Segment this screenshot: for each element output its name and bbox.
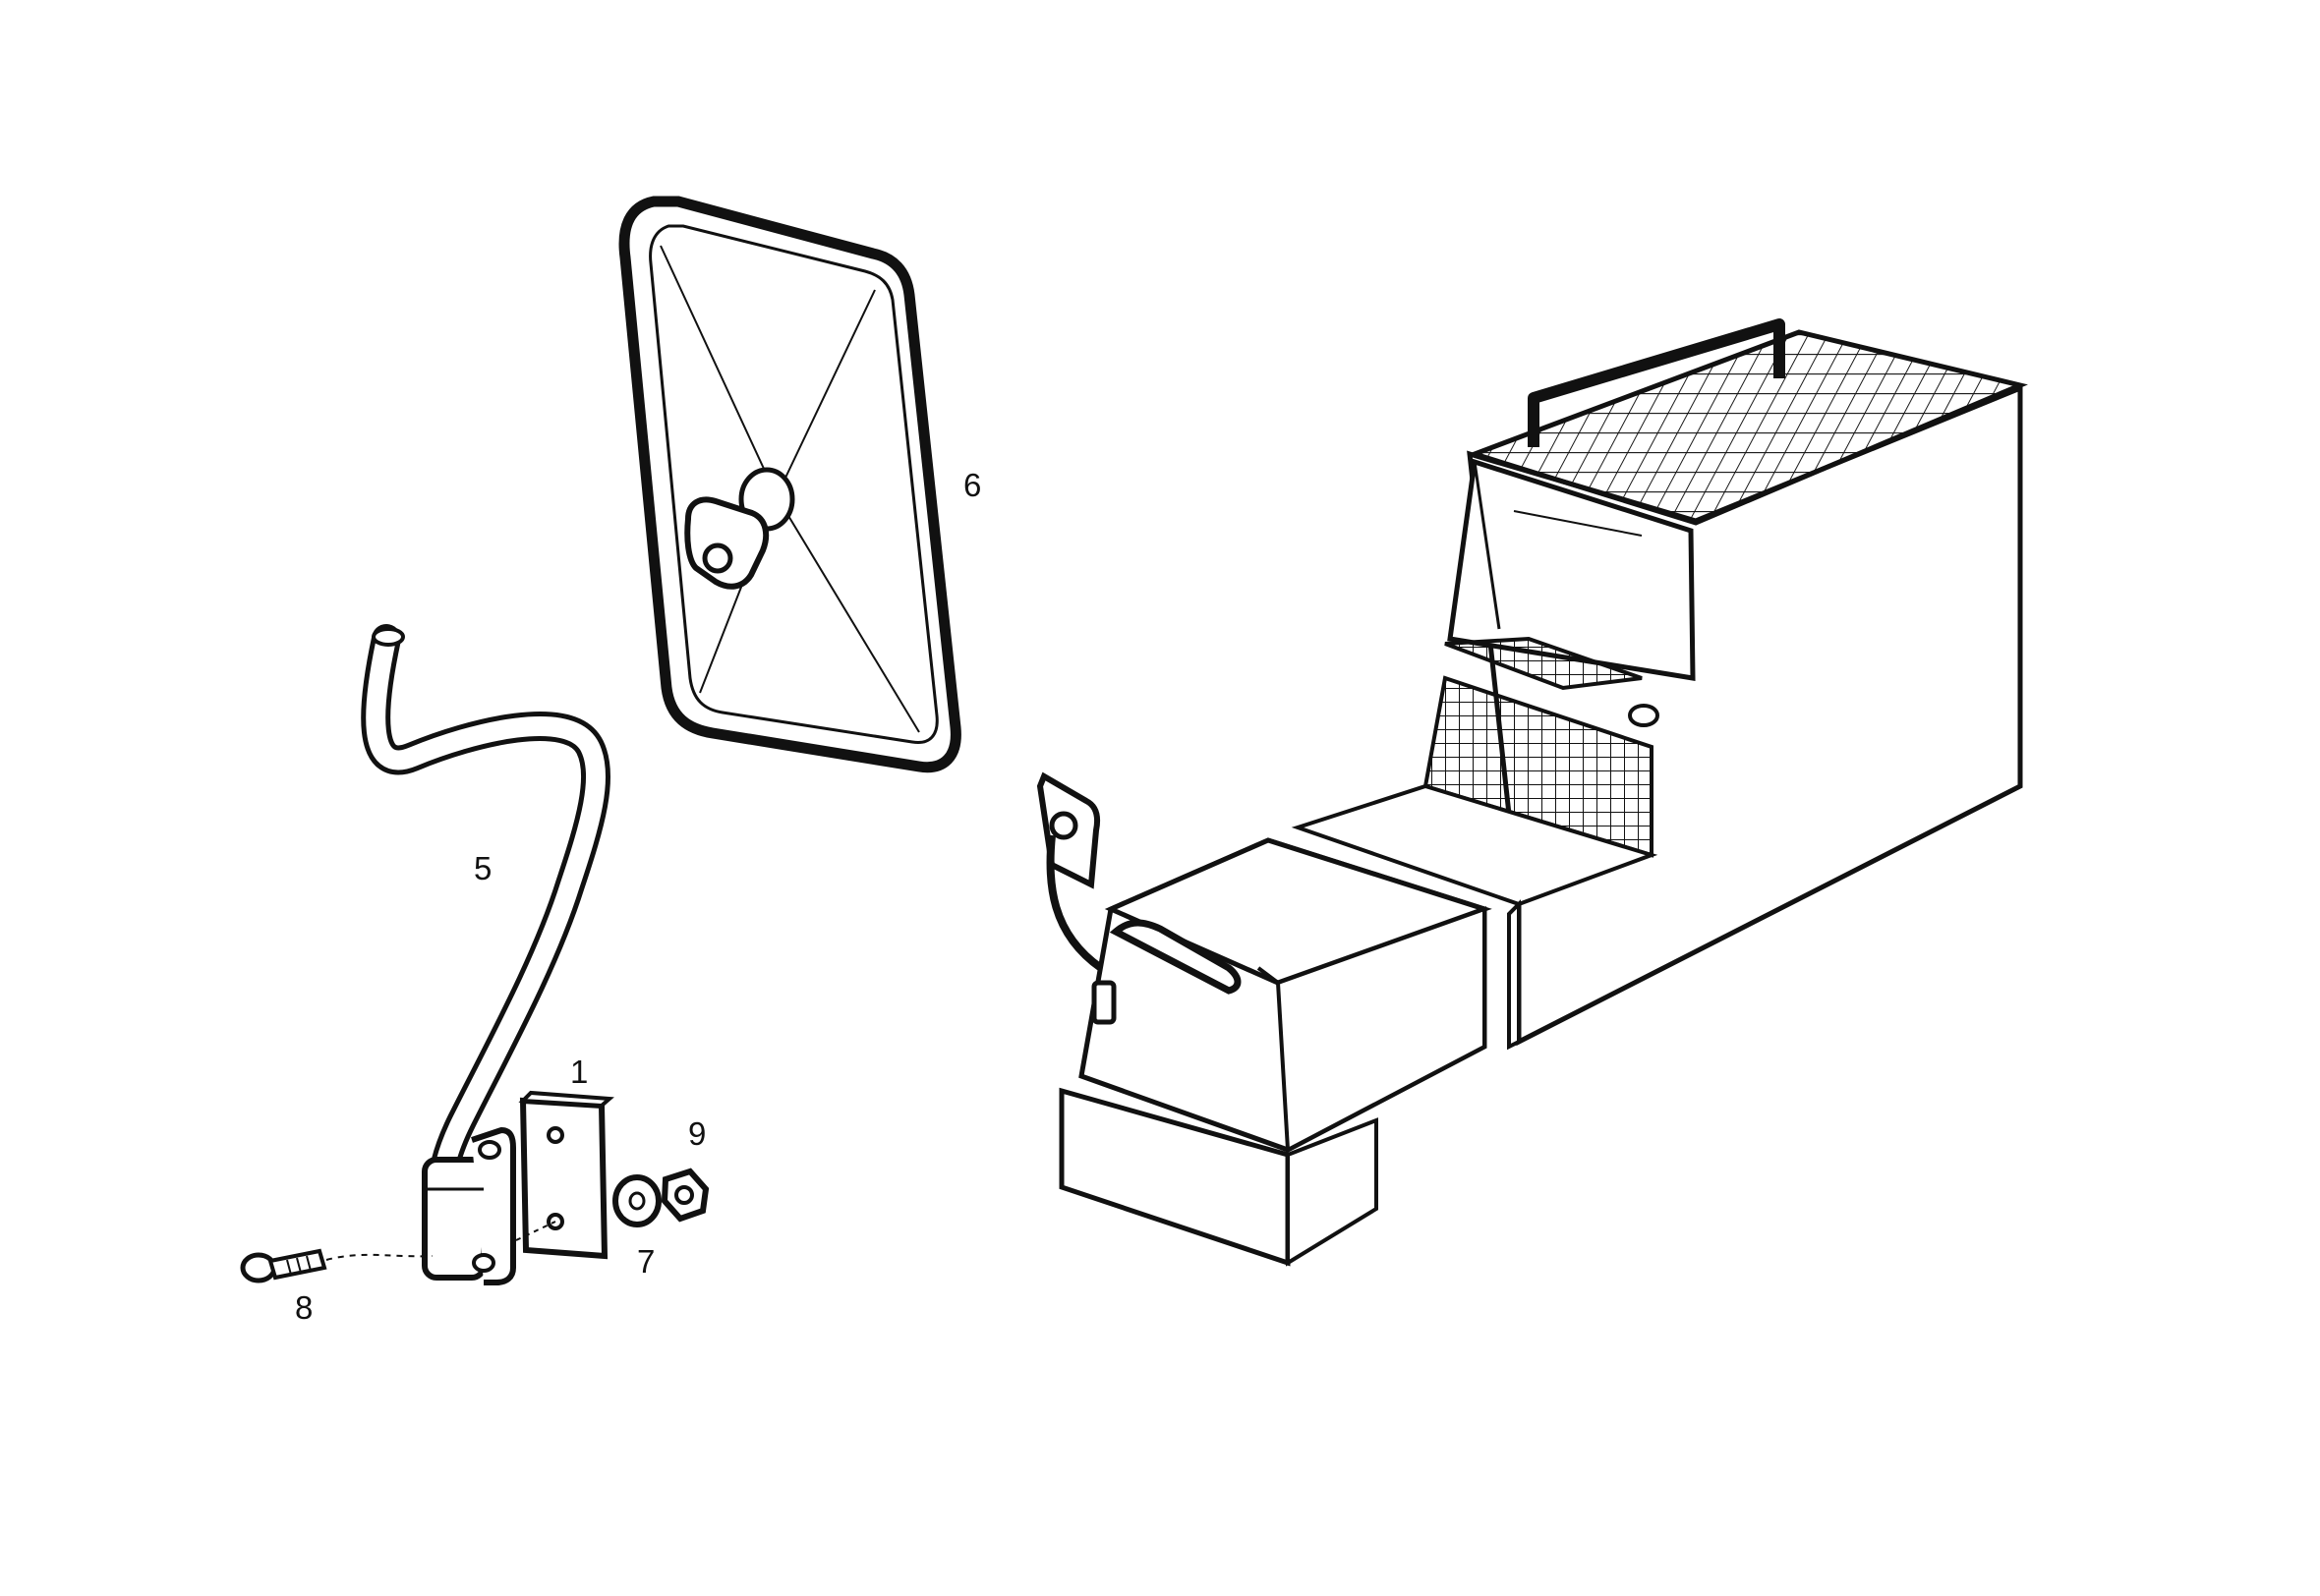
washer [612,1174,662,1227]
vehicle-cab [1036,318,2028,1267]
callout-8: 8 [295,1289,313,1326]
assembly-line-plate [515,1221,556,1241]
callout-9: 9 [688,1115,706,1152]
mirror-ball-joint [684,467,795,590]
mirror-head [618,196,961,773]
bolt [240,1248,327,1283]
callout-6: 6 [963,467,981,503]
assembly-line-bolt [325,1253,434,1261]
mounting-plate [518,1090,614,1260]
callout-1: 1 [570,1054,588,1090]
callout-5: 5 [474,850,492,886]
mirror-arm [361,624,611,1285]
callout-7: 7 [637,1243,655,1280]
nut [661,1168,710,1223]
